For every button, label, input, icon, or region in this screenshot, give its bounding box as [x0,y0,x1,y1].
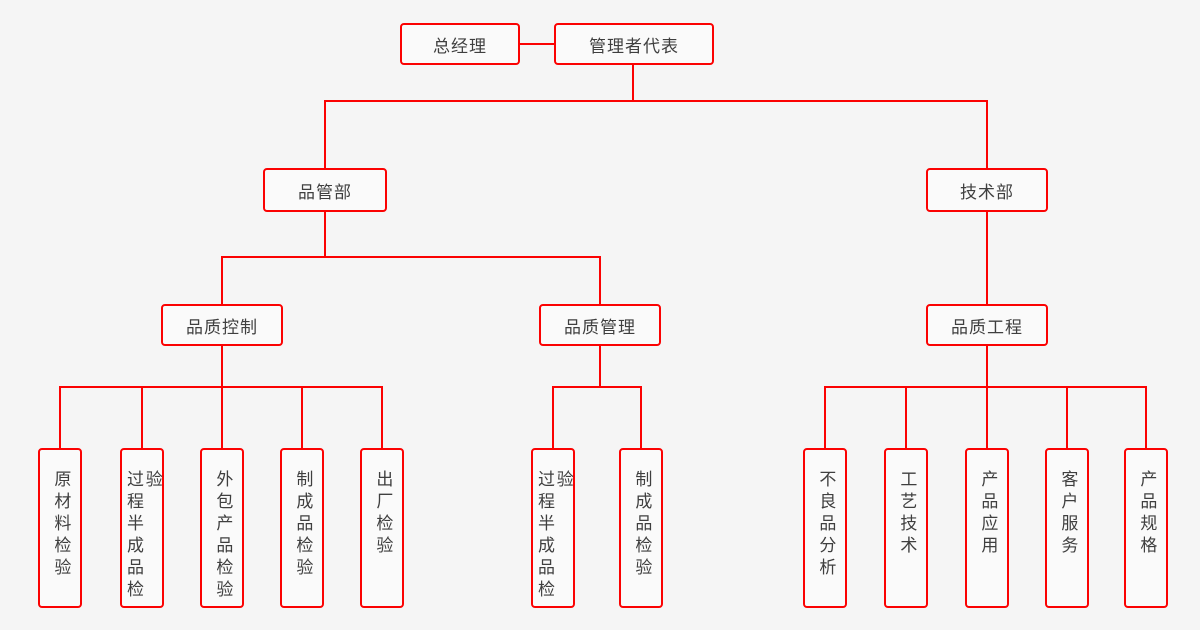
connector-line [221,346,223,388]
connector-line [986,386,988,448]
node-product-specification: 产品规格 [1124,448,1168,608]
connector-line [324,100,326,168]
connector-line [221,256,223,304]
node-quality-control: 品质控制 [161,304,283,346]
node-quality-engineering: 品质工程 [926,304,1048,346]
node-quality-dept: 品管部 [263,168,387,212]
node-label: 品管部 [298,182,352,203]
node-label: 过程半成品检验 [123,470,162,602]
node-finished-product-inspection-qm: 制成品检验 [619,448,663,608]
connector-line [986,212,988,304]
node-label: 制成品检验 [292,470,313,580]
node-label: 产品应用 [977,470,998,558]
connector-line [59,386,61,448]
node-label: 总经理 [433,36,487,57]
node-product-application: 产品应用 [965,448,1009,608]
connector-line [141,386,143,448]
node-label: 外包产品检验 [212,470,233,602]
node-outgoing-inspection: 出厂检验 [360,448,404,608]
connector-line [324,100,988,102]
node-label: 制成品检验 [631,470,652,580]
node-label: 过程半成品检验 [534,470,573,602]
node-label: 品质工程 [951,317,1023,338]
node-label: 品质管理 [564,317,636,338]
node-outsourced-product-inspection: 外包产品检验 [200,448,244,608]
node-process-semi-product-inspection-qm: 过程半成品检验 [531,448,575,608]
node-customer-service: 客户服务 [1045,448,1089,608]
node-label: 品质控制 [186,317,258,338]
node-label: 不良品分析 [815,470,836,580]
node-label: 管理者代表 [589,36,679,57]
node-label: 客户服务 [1057,470,1078,558]
connector-line [1145,386,1147,448]
connector-line [905,386,907,448]
connector-line [324,212,326,258]
node-label: 技术部 [960,182,1014,203]
connector-line [221,256,601,258]
connector-line [301,386,303,448]
connector-line [221,386,223,448]
node-general-manager: 总经理 [400,23,520,65]
node-defective-product-analysis: 不良品分析 [803,448,847,608]
node-label: 出厂检验 [372,470,393,558]
node-management-representative: 管理者代表 [554,23,714,65]
node-technical-dept: 技术部 [926,168,1048,212]
node-label: 原材料检验 [50,470,71,580]
connector-line [824,386,826,448]
node-label: 工艺技术 [896,470,917,558]
node-raw-material-inspection: 原材料检验 [38,448,82,608]
connector-line [599,256,601,304]
connector-line [520,43,554,45]
connector-line [381,386,383,448]
node-quality-management: 品质管理 [539,304,661,346]
connector-line [986,346,988,388]
connector-line [986,100,988,168]
node-finished-product-inspection: 制成品检验 [280,448,324,608]
connector-line [599,346,601,388]
connector-line [632,64,634,102]
node-process-technology: 工艺技术 [884,448,928,608]
node-label: 产品规格 [1136,470,1157,558]
connector-line [640,386,642,448]
connector-line [552,386,554,448]
connector-line [824,386,1147,388]
node-process-semi-product-inspection: 过程半成品检验 [120,448,164,608]
connector-line [1066,386,1068,448]
connector-line [552,386,642,388]
